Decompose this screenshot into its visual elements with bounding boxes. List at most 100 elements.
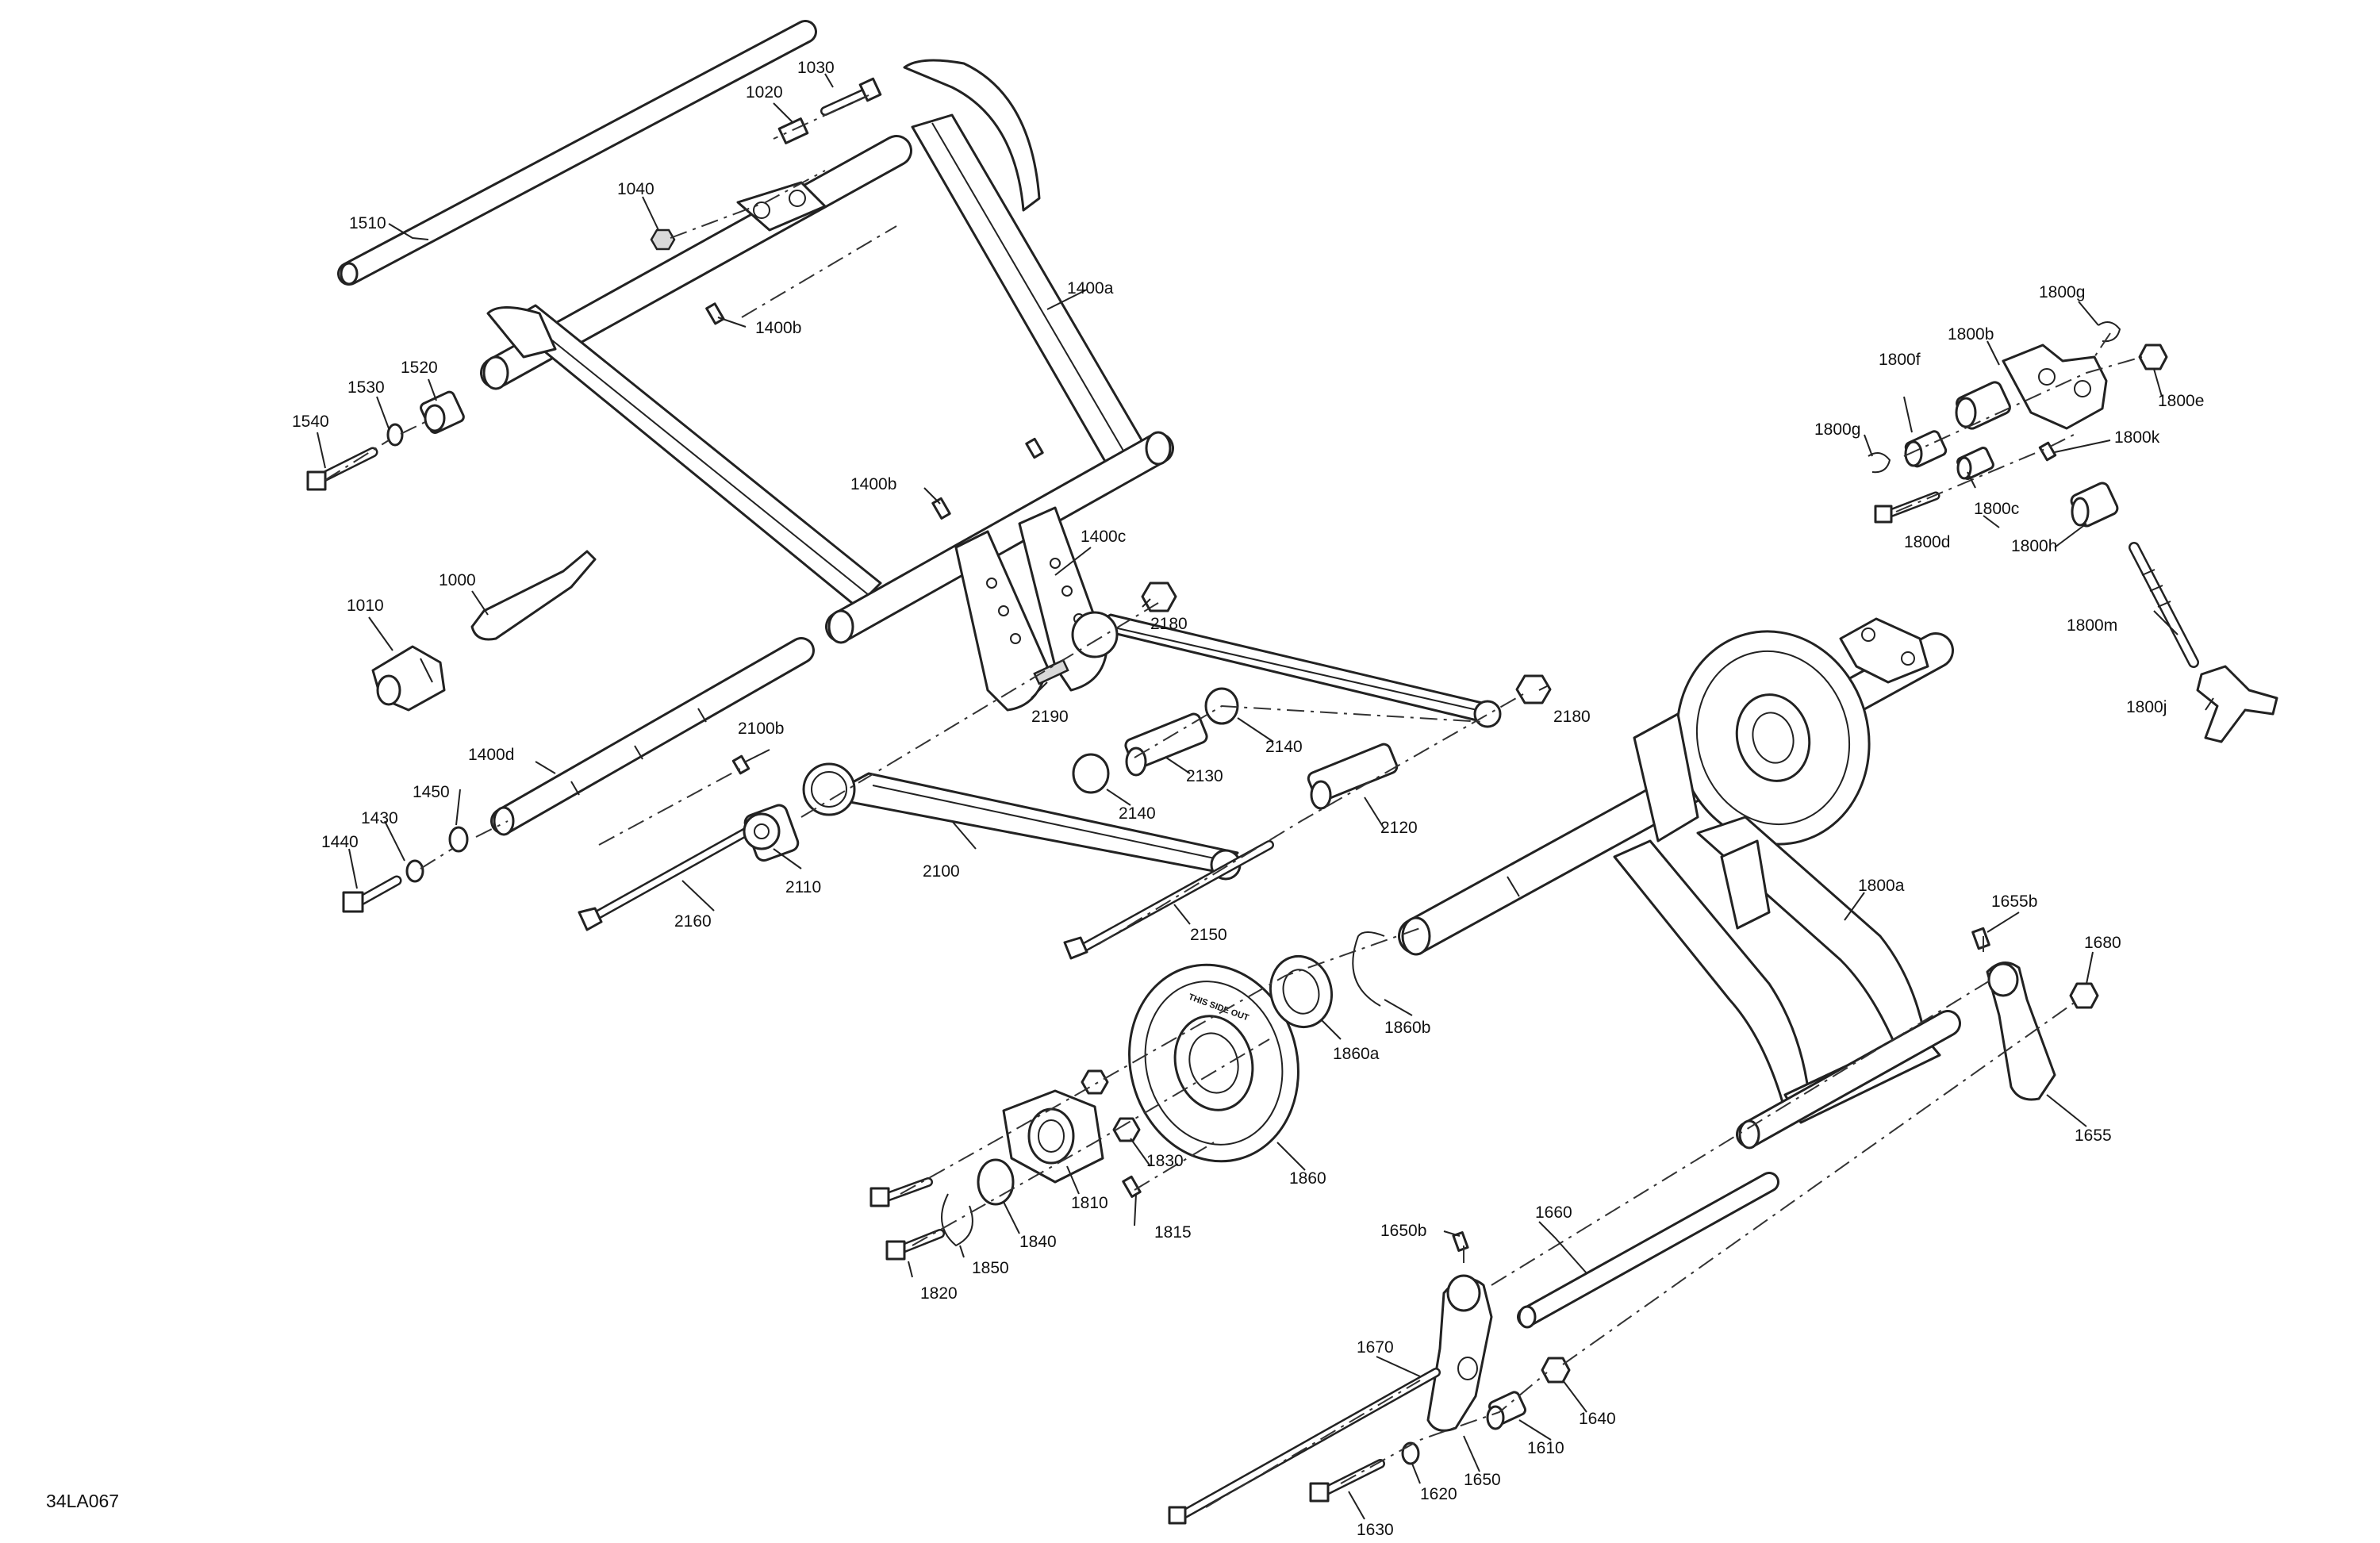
arm-1655 xyxy=(1986,961,2056,1101)
label-1040: 1040 xyxy=(617,180,654,198)
label-1810: 1810 xyxy=(1071,1194,1108,1212)
label-1440: 1440 xyxy=(321,833,359,851)
label-1860a: 1860a xyxy=(1333,1045,1380,1063)
label-1400c: 1400c xyxy=(1081,528,1126,546)
nut-1640 xyxy=(1541,1357,1571,1384)
washer-1530 xyxy=(386,423,404,447)
label-2140-top: 2140 xyxy=(1265,738,1303,756)
label-2180-right: 2180 xyxy=(1553,708,1591,726)
fitting-small xyxy=(1025,437,1044,459)
arm-1650 xyxy=(1426,1274,1493,1432)
label-2160: 2160 xyxy=(674,912,712,931)
label-1800j: 1800j xyxy=(2126,698,2167,716)
snap-ring-1850 xyxy=(941,1193,973,1247)
label-1820: 1820 xyxy=(920,1284,958,1303)
label-1800f: 1800f xyxy=(1879,351,1921,369)
figure-reference: 34LA067 xyxy=(46,1491,119,1511)
label-2150: 2150 xyxy=(1190,926,1227,944)
top-bracket xyxy=(736,181,827,232)
bushing-2140-bot xyxy=(1072,753,1110,794)
assembly-center-lines xyxy=(324,94,2143,1508)
nut-1800e xyxy=(2138,344,2168,370)
bolt-1540 xyxy=(306,447,378,491)
nut-1040 xyxy=(650,228,676,251)
label-1010: 1010 xyxy=(347,597,384,615)
fitting-1655b xyxy=(1971,927,1990,950)
label-1030: 1030 xyxy=(797,59,835,77)
bushing-1800f-housing xyxy=(1955,381,2011,430)
snap-ring-1800g-left xyxy=(1868,452,1891,474)
label-1830: 1830 xyxy=(1146,1152,1184,1170)
label-1000: 1000 xyxy=(439,571,476,589)
nut-2180-right xyxy=(1515,674,1552,704)
nut-1680 xyxy=(2069,982,2099,1009)
label-1655b: 1655b xyxy=(1991,892,2037,911)
shaft-1400d xyxy=(490,637,815,836)
label-1800g-left: 1800g xyxy=(1814,420,1860,439)
link-2100 xyxy=(802,762,1242,881)
bolt-2190 xyxy=(1033,658,1069,685)
spacer-2120 xyxy=(1307,743,1399,810)
strap-1000 xyxy=(470,550,597,641)
label-1660: 1660 xyxy=(1535,1203,1572,1222)
label-1800m: 1800m xyxy=(2067,616,2117,635)
label-1610: 1610 xyxy=(1527,1439,1564,1457)
label-1450: 1450 xyxy=(413,783,450,801)
wheel-1860-group: THIS SIDE OUT xyxy=(869,931,1385,1261)
spacer-1020 xyxy=(777,117,809,144)
ring-1840 xyxy=(977,1158,1015,1206)
bolt-1440 xyxy=(342,875,402,913)
label-2140-bot: 2140 xyxy=(1119,804,1156,823)
snap-ring-1800g-top xyxy=(2098,321,2121,343)
rear-axle-end-bracket xyxy=(1839,617,1929,684)
bolt-1820-lower xyxy=(885,1229,945,1261)
bolt-2160 xyxy=(578,816,770,931)
label-1510: 1510 xyxy=(349,214,386,232)
bolt-1630 xyxy=(1309,1459,1385,1503)
link-upper xyxy=(1071,611,1502,728)
label-1650: 1650 xyxy=(1464,1471,1501,1489)
label-1430: 1430 xyxy=(361,809,398,827)
label-1850: 1850 xyxy=(972,1259,1009,1277)
nut-2180-left xyxy=(1141,582,1177,612)
label-2100b: 2100b xyxy=(738,720,784,738)
rod-1510 xyxy=(337,20,817,286)
label-1680: 1680 xyxy=(2084,934,2121,952)
label-1020: 1020 xyxy=(746,83,783,102)
wheel-1860: THIS SIDE OUT xyxy=(1128,963,1299,1163)
screw-1800m xyxy=(2129,542,2199,668)
label-1800d: 1800d xyxy=(1904,533,1950,551)
fitting-2100b xyxy=(731,754,750,775)
label-1400a: 1400a xyxy=(1067,279,1114,297)
label-1400b-top: 1400b xyxy=(755,319,801,337)
label-1630: 1630 xyxy=(1357,1521,1394,1539)
label-1530: 1530 xyxy=(347,378,385,397)
label-1800k: 1800k xyxy=(2114,428,2160,447)
label-1815: 1815 xyxy=(1154,1223,1192,1242)
rod-1670 xyxy=(1168,1368,1441,1525)
bearing-1860a xyxy=(1269,954,1334,1029)
flange-1810 xyxy=(1002,1089,1104,1184)
label-1800a: 1800a xyxy=(1858,877,1905,895)
label-1860b: 1860b xyxy=(1384,1019,1430,1037)
shaft-1660 xyxy=(1517,1172,1779,1329)
lower-cross-shaft xyxy=(825,431,1174,644)
label-1640: 1640 xyxy=(1579,1410,1616,1428)
label-1620: 1620 xyxy=(1420,1485,1457,1503)
snap-ring-1860b xyxy=(1352,931,1385,1007)
label-1400b-mid: 1400b xyxy=(850,475,896,493)
label-1800h: 1800h xyxy=(2011,537,2057,555)
label-2120: 2120 xyxy=(1380,819,1418,837)
label-1800g-top: 1800g xyxy=(2039,283,2085,301)
rear-arm-assembly xyxy=(1398,617,1961,1150)
label-1650b: 1650b xyxy=(1380,1222,1426,1240)
label-2180-left: 2180 xyxy=(1150,615,1188,633)
bolt-1800d xyxy=(1874,491,1940,524)
spacer-1610 xyxy=(1486,1391,1526,1430)
label-2110: 2110 xyxy=(785,878,821,896)
fitting-1400b-top xyxy=(705,302,725,325)
label-1540: 1540 xyxy=(292,413,329,431)
bushing-2110 xyxy=(743,804,800,862)
bushing-1800c xyxy=(1956,447,1994,480)
